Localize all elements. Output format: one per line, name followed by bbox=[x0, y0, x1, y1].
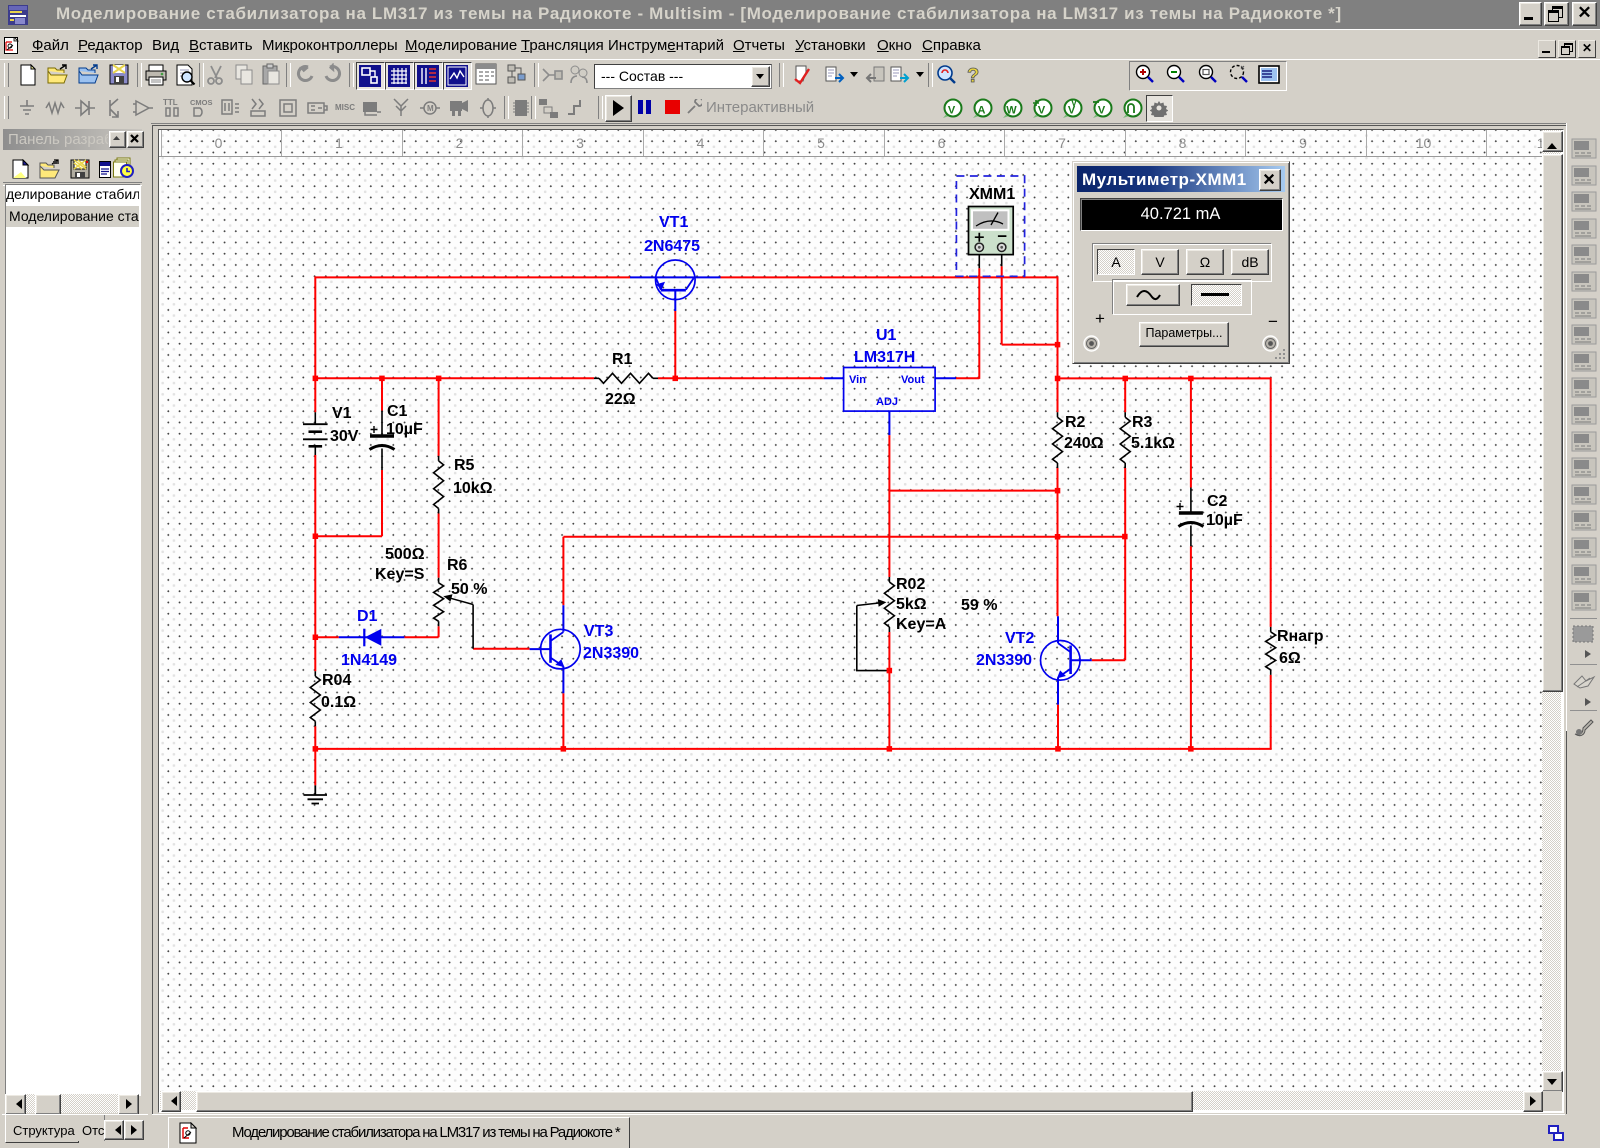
svg-text:30V: 30V bbox=[330, 428, 359, 445]
svg-text:R3: R3 bbox=[1132, 414, 1153, 431]
svg-text:59 %: 59 % bbox=[961, 597, 997, 614]
svg-text:C1: C1 bbox=[387, 403, 408, 420]
svg-text:1N4149: 1N4149 bbox=[341, 652, 397, 669]
svg-text:2N3390: 2N3390 bbox=[976, 652, 1032, 669]
svg-text:ADJ: ADJ bbox=[876, 396, 898, 408]
svg-text:VT2: VT2 bbox=[1005, 630, 1034, 647]
svg-text:10µF: 10µF bbox=[386, 421, 423, 438]
svg-text:V: V bbox=[1038, 105, 1046, 117]
svg-text:C2: C2 bbox=[1207, 493, 1228, 510]
svg-text:2N3390: 2N3390 bbox=[583, 645, 639, 662]
svg-text:CMOS: CMOS bbox=[190, 98, 213, 107]
svg-text:R5: R5 bbox=[454, 457, 475, 474]
svg-text:5.1kΩ: 5.1kΩ bbox=[1131, 435, 1175, 452]
svg-text:W: W bbox=[1006, 105, 1017, 117]
svg-text:TTL: TTL bbox=[163, 98, 178, 107]
svg-text:Key=A: Key=A bbox=[896, 616, 947, 633]
svg-text:R02: R02 bbox=[896, 576, 925, 593]
svg-text:U1: U1 bbox=[876, 327, 897, 344]
svg-text:R04: R04 bbox=[322, 672, 351, 689]
svg-text:R6: R6 bbox=[447, 557, 468, 574]
svg-text:D1: D1 bbox=[357, 608, 378, 625]
svg-text:500Ω: 500Ω bbox=[385, 546, 425, 563]
svg-text:50 %: 50 % bbox=[451, 581, 487, 598]
svg-text:V: V bbox=[1068, 105, 1076, 117]
svg-text:A: A bbox=[978, 105, 986, 117]
svg-text:5kΩ: 5kΩ bbox=[896, 596, 927, 613]
svg-text:VT3: VT3 bbox=[584, 623, 613, 640]
svg-text:?: ? bbox=[967, 65, 979, 87]
svg-text:MISC: MISC bbox=[335, 103, 355, 112]
svg-text:LM317H: LM317H bbox=[854, 349, 915, 366]
svg-text:Key=S: Key=S bbox=[375, 566, 425, 583]
svg-text:10µF: 10µF bbox=[1206, 512, 1243, 529]
svg-text:R1: R1 bbox=[612, 351, 633, 368]
svg-text:V: V bbox=[1071, 98, 1077, 108]
svg-text:Vin: Vin bbox=[849, 374, 866, 386]
svg-text:XMM1: XMM1 bbox=[969, 186, 1015, 203]
svg-text:V: V bbox=[1098, 105, 1106, 117]
svg-text:R2: R2 bbox=[1065, 414, 1086, 431]
svg-text:22Ω: 22Ω bbox=[605, 391, 636, 408]
svg-text:M: M bbox=[427, 104, 434, 113]
svg-text:V1: V1 bbox=[332, 405, 352, 422]
svg-text:2N6475: 2N6475 bbox=[644, 238, 700, 255]
svg-text:240Ω: 240Ω bbox=[1064, 435, 1104, 452]
svg-text:V: V bbox=[948, 105, 956, 117]
svg-text:6Ω: 6Ω bbox=[1279, 650, 1301, 667]
svg-text:0.1Ω: 0.1Ω bbox=[321, 694, 356, 711]
svg-text:Rнагр: Rнагр bbox=[1277, 628, 1324, 645]
svg-text:VT1: VT1 bbox=[659, 214, 688, 231]
svg-text:10kΩ: 10kΩ bbox=[453, 480, 493, 497]
svg-text:Vout: Vout bbox=[901, 374, 925, 386]
